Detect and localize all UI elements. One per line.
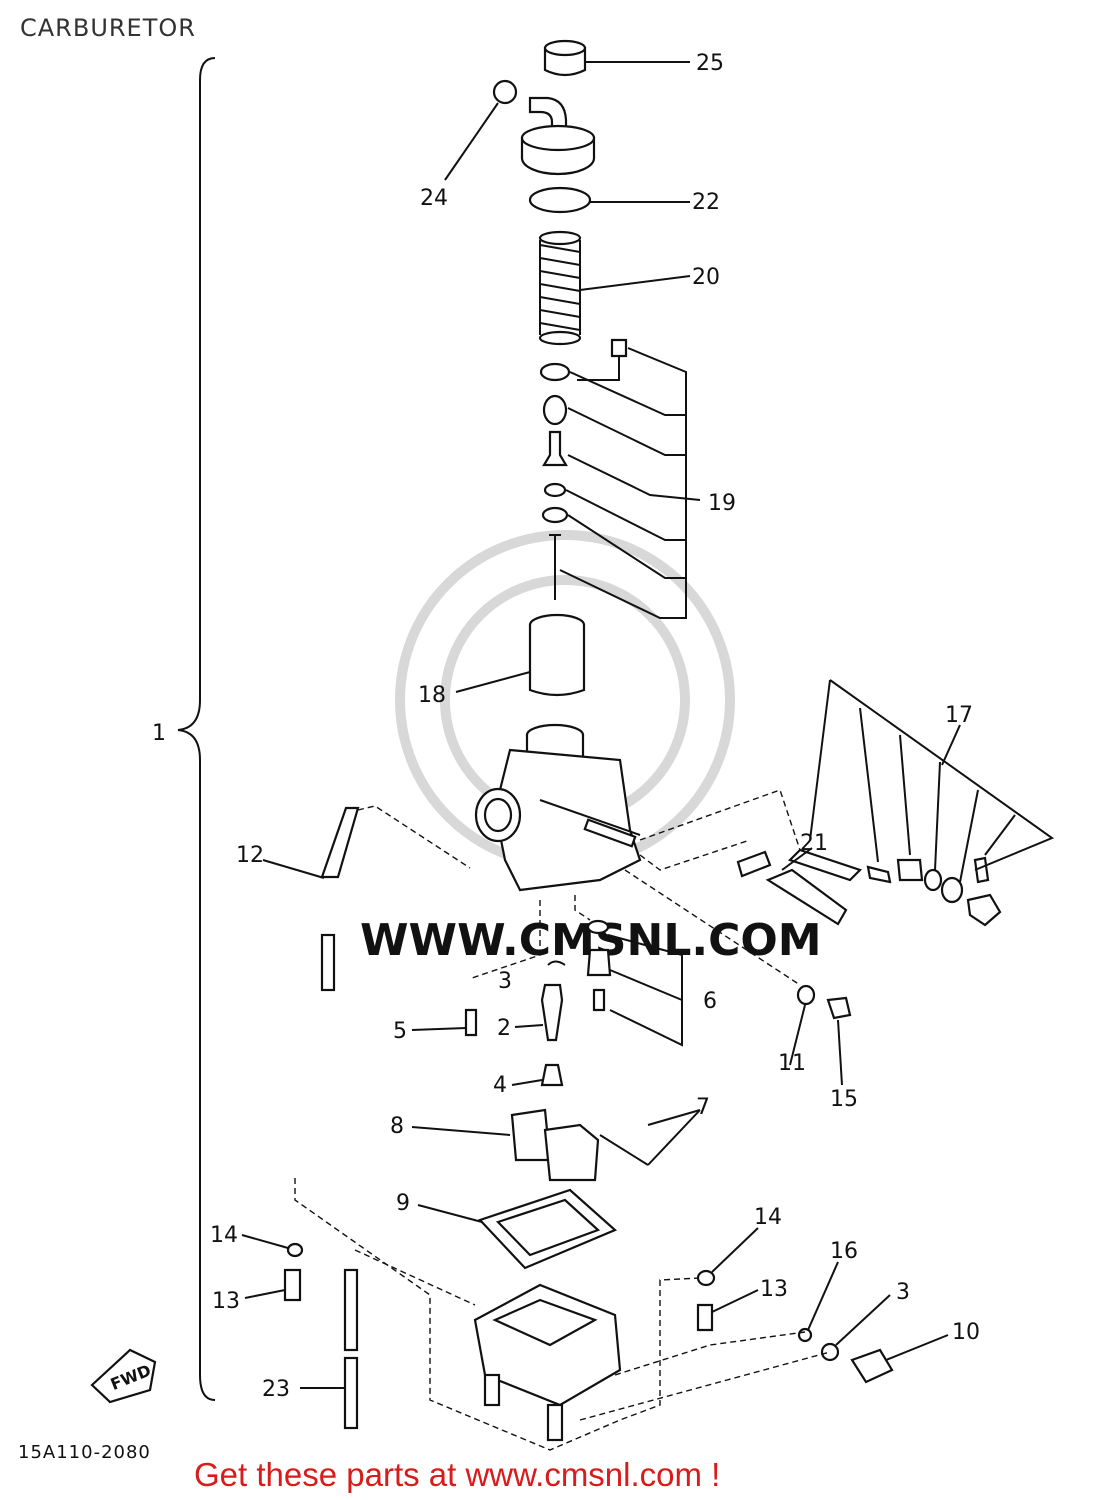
callout-9: 9 bbox=[396, 1191, 410, 1216]
part-22-oring bbox=[528, 186, 690, 214]
drawing-code: 15A110-2080 bbox=[18, 1442, 151, 1463]
part-17-group bbox=[639, 679, 1055, 927]
lower-jet-group bbox=[411, 895, 683, 1087]
part-23-tube bbox=[300, 1268, 359, 1430]
part-19-needle-group bbox=[539, 338, 701, 619]
part-12-hose bbox=[262, 805, 471, 992]
callout-20: 20 bbox=[692, 265, 720, 290]
float-bowl bbox=[473, 1283, 622, 1442]
carburetor-body bbox=[474, 723, 642, 892]
callout-14a: 14 bbox=[210, 1223, 238, 1248]
part-20-spring bbox=[538, 230, 691, 346]
part-18-throttle-valve bbox=[455, 613, 586, 697]
callout-11: 11 bbox=[778, 1051, 806, 1076]
callout-13b: 13 bbox=[760, 1277, 788, 1302]
page-title: CARBURETOR bbox=[20, 14, 196, 42]
callout-13a: 13 bbox=[212, 1289, 240, 1314]
assembly-brace bbox=[177, 57, 216, 1401]
part-11-15 bbox=[624, 869, 852, 1086]
callout-15: 15 bbox=[830, 1087, 858, 1112]
callout-8: 8 bbox=[390, 1114, 404, 1139]
part-25-cap bbox=[543, 39, 690, 77]
callout-4: 4 bbox=[493, 1073, 507, 1098]
callout-23: 23 bbox=[262, 1377, 290, 1402]
callout-10: 10 bbox=[952, 1320, 980, 1345]
part-21-screw bbox=[736, 847, 848, 926]
callout-25: 25 bbox=[696, 51, 724, 76]
part-13-14-left bbox=[241, 1234, 304, 1302]
callout-14b: 14 bbox=[754, 1205, 782, 1230]
callout-21: 21 bbox=[800, 831, 828, 856]
callout-labels: 25 24 22 20 19 18 17 1 12 21 3 6 5 2 11 … bbox=[152, 51, 980, 1402]
part-16-3-10 bbox=[579, 1261, 949, 1421]
callout-24: 24 bbox=[420, 186, 448, 211]
part-8-float bbox=[411, 1108, 701, 1182]
callout-22: 22 bbox=[692, 190, 720, 215]
dashed-frame bbox=[294, 1178, 701, 1451]
callout-3b: 3 bbox=[896, 1280, 910, 1305]
fwd-arrow-icon: FWD bbox=[90, 1348, 157, 1404]
part-9-gasket bbox=[417, 1188, 618, 1270]
callout-16: 16 bbox=[830, 1239, 858, 1264]
callout-17: 17 bbox=[945, 703, 973, 728]
callout-12: 12 bbox=[236, 843, 264, 868]
callout-3a: 3 bbox=[498, 969, 512, 994]
callout-5: 5 bbox=[393, 1019, 407, 1044]
callout-18: 18 bbox=[418, 683, 446, 708]
callout-6: 6 bbox=[703, 989, 717, 1014]
callout-2: 2 bbox=[497, 1016, 511, 1041]
footer-link[interactable]: Get these parts at www.cmsnl.com ! bbox=[194, 1456, 721, 1493]
part-13-14-right bbox=[696, 1227, 759, 1332]
callout-1: 1 bbox=[152, 721, 166, 746]
callout-7: 7 bbox=[696, 1095, 710, 1120]
callout-19: 19 bbox=[708, 491, 736, 516]
watermark: WWW.CMSNL.COM bbox=[360, 530, 822, 966]
part-top-cap bbox=[520, 124, 596, 176]
